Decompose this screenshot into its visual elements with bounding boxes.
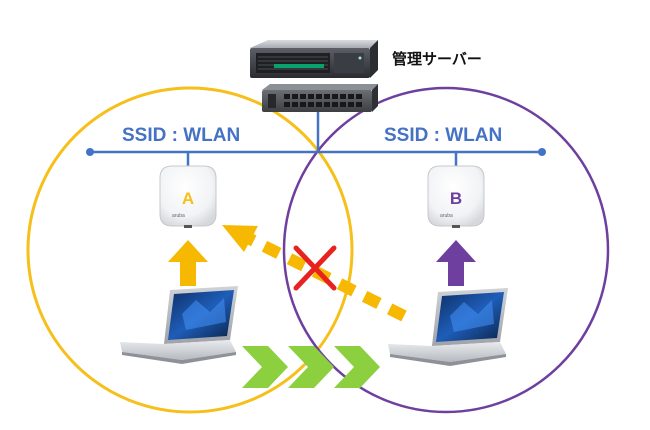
management-server-icon [250, 40, 378, 78]
network-switch-icon [262, 84, 378, 112]
ssid-label-left: SSID : WLAN [122, 125, 240, 146]
arrow-up-a-icon [168, 240, 208, 286]
access-point-a: A aruba [159, 165, 217, 228]
server-label: 管理サーバー [392, 50, 482, 68]
access-point-b: B aruba [427, 165, 485, 228]
ap-a-brand: aruba [172, 213, 185, 219]
ap-a-letter: A [182, 189, 194, 208]
blocked-x-icon [293, 245, 337, 291]
laptop-left-icon [120, 286, 238, 364]
backbone-end-right [538, 148, 546, 156]
ap-b-letter: B [450, 189, 462, 208]
ssid-label-right: SSID : WLAN [384, 125, 502, 146]
roaming-chevron-arrows-icon [242, 346, 380, 388]
arrow-up-b-icon [436, 240, 476, 286]
ap-b-brand: aruba [440, 213, 453, 219]
zone-b-circle [282, 86, 610, 414]
zone-a-circle [26, 86, 354, 414]
laptop-right-icon [388, 288, 508, 366]
backbone-end-left [86, 148, 94, 156]
